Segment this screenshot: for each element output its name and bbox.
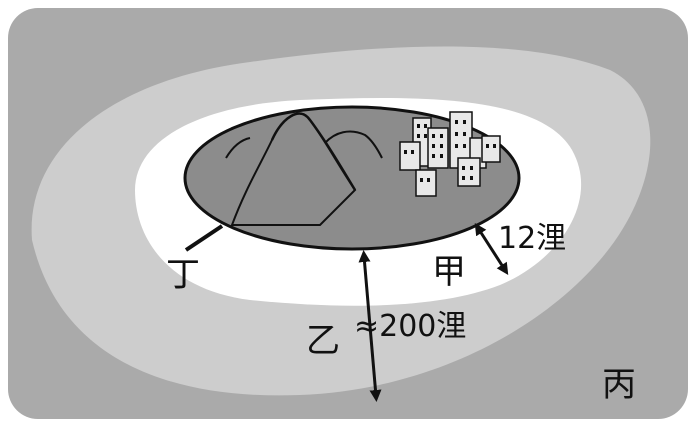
outer-distance-arrow	[358, 250, 382, 402]
city-icon	[399, 111, 501, 197]
zone-label-ding: 丁	[166, 255, 200, 295]
mountain-icon	[225, 112, 383, 226]
inner-distance-label: 12浬	[498, 221, 566, 256]
ding-pointer-line	[184, 224, 224, 252]
zone-label-jia: 甲	[432, 252, 466, 292]
outer-distance-label: ≈200浬	[354, 309, 466, 344]
zone-label-yi: 乙	[306, 321, 340, 361]
inner-distance-arrow	[474, 222, 509, 276]
zone-label-bing: 丙	[602, 365, 636, 405]
